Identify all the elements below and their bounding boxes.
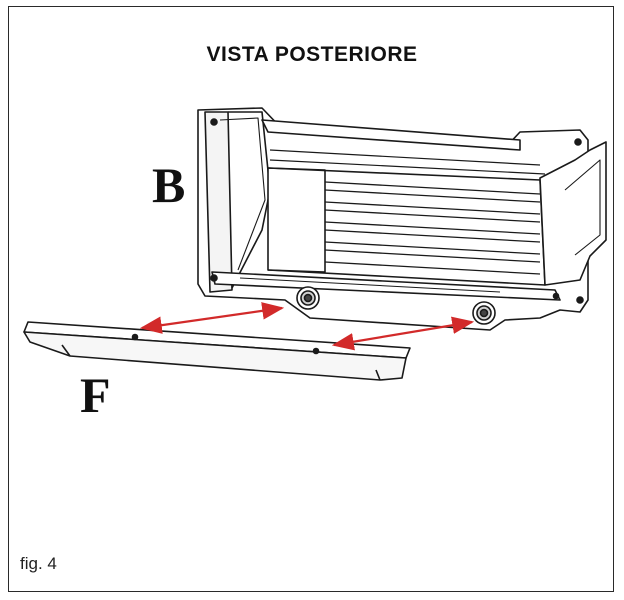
figure-frame (8, 6, 614, 592)
top-ledge (261, 119, 521, 151)
part-f-bar (23, 321, 411, 381)
mounting-boss-left (296, 286, 320, 310)
cooling-fins (324, 181, 541, 275)
arrow-right (331, 316, 475, 351)
right-side-plate (539, 141, 607, 286)
alignment-arrows (139, 302, 475, 351)
bar-hole-right (312, 347, 320, 355)
figure-caption: fig. 4 (20, 554, 57, 573)
mounting-boss-right (472, 301, 496, 325)
label-b: B (152, 157, 186, 213)
figure-title: VISTA POSTERIORE (206, 43, 418, 66)
left-side-plate (204, 111, 233, 293)
part-b-housing (197, 107, 607, 331)
label-f: F (80, 367, 111, 423)
bar-hole-left (131, 333, 139, 341)
arrow-left (139, 302, 285, 334)
inner-panel (267, 167, 326, 273)
